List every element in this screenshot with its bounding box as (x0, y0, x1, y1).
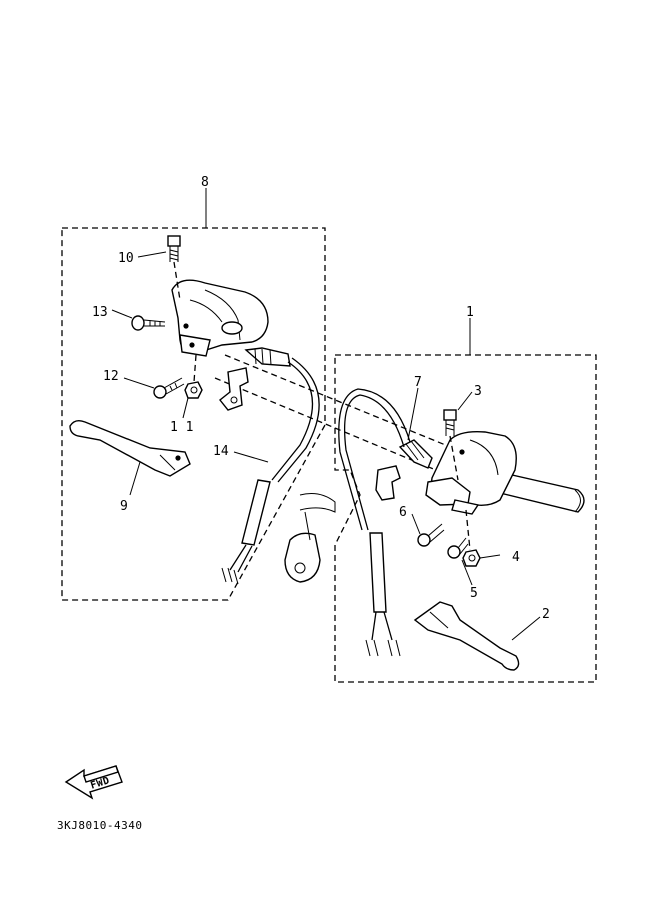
callout-8: 8 (201, 175, 209, 190)
callout-11: 1 1 (170, 420, 193, 435)
bolt-10 (167, 235, 181, 262)
callout-10: 10 (118, 251, 134, 266)
callout-6: 6 (399, 505, 407, 520)
screw-13 (131, 315, 166, 331)
right-lever-holder (375, 430, 517, 515)
fwd-arrow-icon: FWD (64, 765, 123, 800)
screw-6 (417, 523, 445, 547)
left-lever (69, 419, 191, 477)
callout-14: 14 (213, 444, 229, 459)
callout-1: 1 (466, 305, 474, 320)
right-lever (413, 601, 520, 671)
drawing-code: 3KJ8010-4340 (57, 819, 142, 832)
callout-9: 9 (120, 499, 128, 514)
callout-12: 12 (103, 369, 119, 384)
left-assembly-boundary (61, 227, 326, 601)
callout-3: 3 (474, 384, 482, 399)
left-lever-holder (171, 279, 291, 411)
callout-7: 7 (414, 375, 422, 390)
screw-12 (153, 377, 185, 399)
right-assembly-boundary (334, 354, 597, 683)
center-stem (284, 493, 336, 583)
right-cable (343, 394, 405, 531)
callout-4: 4 (512, 550, 520, 565)
callout-5: 5 (470, 586, 478, 601)
nut-11 (184, 381, 203, 399)
callout-13: 13 (92, 305, 108, 320)
leader-lines (111, 188, 541, 641)
bolt-3 (443, 409, 457, 436)
screw-5 (447, 537, 469, 559)
callout-2: 2 (542, 607, 550, 622)
nut-4 (462, 549, 481, 567)
left-cable (271, 361, 314, 481)
